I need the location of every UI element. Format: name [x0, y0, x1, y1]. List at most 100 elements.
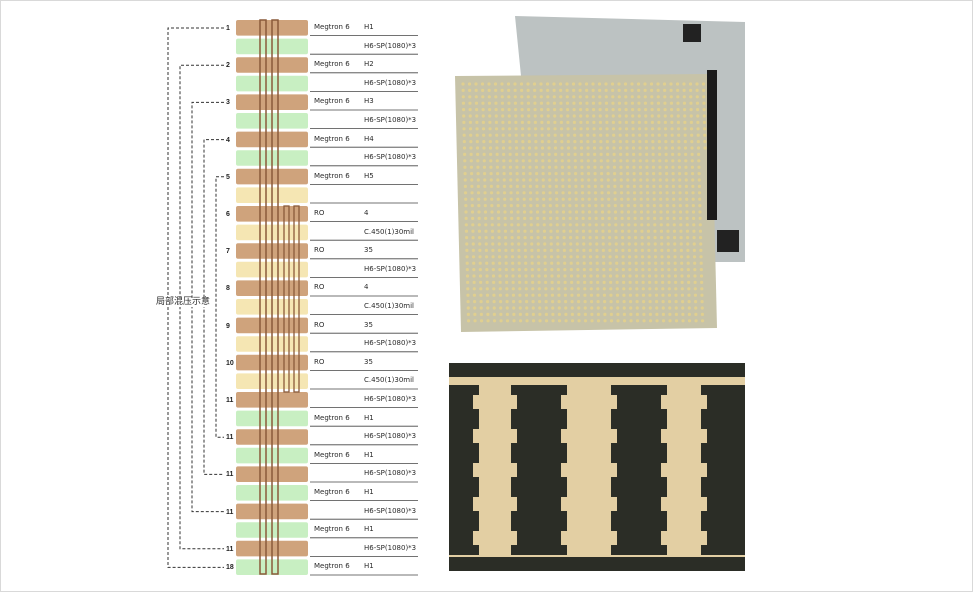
via-pad	[575, 223, 579, 227]
via-pad	[583, 287, 587, 291]
via-pad	[644, 127, 648, 131]
stack-material: Megtron 6	[314, 562, 350, 571]
via-pad	[625, 165, 630, 169]
via-pad	[531, 312, 535, 316]
via-pad	[639, 178, 643, 182]
via-pad	[644, 120, 648, 124]
via-pad	[491, 236, 495, 240]
via-pad	[663, 127, 668, 131]
via-pad	[531, 300, 535, 304]
via-pad	[530, 236, 534, 240]
via-pad	[683, 120, 687, 124]
via-pad	[585, 120, 589, 124]
via-pad	[639, 197, 643, 201]
via-pad	[557, 280, 561, 284]
via-pad	[553, 146, 558, 150]
via-pad	[665, 178, 669, 182]
via-pad	[628, 274, 632, 278]
via-pad	[658, 191, 663, 195]
via-pad	[499, 319, 503, 323]
via-pad	[652, 197, 656, 201]
via-pad	[526, 101, 531, 105]
via-pad	[608, 268, 612, 272]
via-pad	[468, 101, 472, 105]
via-pad	[586, 140, 590, 144]
via-pad	[540, 114, 544, 118]
via-pad	[652, 210, 657, 214]
via-pad	[475, 127, 479, 131]
via-pad	[638, 159, 642, 163]
via-pad	[671, 159, 675, 163]
layer-number: 5	[226, 173, 230, 181]
via-pad	[476, 165, 480, 169]
via-pad	[654, 287, 658, 291]
via-pad	[583, 319, 588, 323]
via-pad	[529, 197, 533, 201]
via-pad	[616, 300, 620, 304]
via-pad	[595, 255, 599, 259]
via-pad	[496, 178, 500, 182]
via-pad	[496, 210, 501, 214]
via-pad	[595, 274, 600, 278]
via-pad	[550, 287, 554, 291]
via-pad	[621, 242, 625, 246]
via-pad	[537, 261, 541, 265]
via-pad	[681, 319, 685, 323]
via-pad	[569, 261, 573, 265]
via-pad	[579, 133, 583, 137]
via-pad	[468, 95, 472, 99]
via-pad	[659, 204, 663, 208]
via-pad	[470, 172, 474, 176]
via-pad	[698, 223, 702, 227]
via-pad	[652, 191, 656, 195]
via-pad	[588, 223, 592, 227]
via-pad	[573, 146, 577, 150]
via-pad	[596, 319, 601, 323]
via-pad	[685, 216, 689, 220]
via-pad	[502, 152, 506, 156]
via-pad	[549, 255, 554, 259]
via-pad	[470, 178, 474, 182]
via-pad	[625, 133, 629, 137]
via-pad	[562, 255, 567, 259]
via-pad	[561, 204, 565, 208]
via-pad	[679, 216, 683, 220]
via-pad	[576, 274, 580, 278]
via-pad	[697, 191, 702, 195]
via-pad	[585, 127, 590, 131]
via-pad	[632, 178, 636, 182]
via-pad	[554, 159, 558, 163]
via-pad	[616, 312, 620, 316]
via-pad	[480, 82, 485, 86]
via-pad	[555, 204, 559, 208]
via-pad	[640, 242, 644, 246]
via-pad	[539, 82, 543, 86]
via-pad	[678, 204, 682, 208]
via-pad	[620, 197, 624, 201]
via-pad	[648, 293, 652, 297]
via-pad	[702, 95, 706, 99]
stack-material: Megtron 6	[314, 450, 350, 459]
via-pad	[633, 197, 637, 201]
via-pad	[576, 268, 580, 272]
via-pad	[680, 268, 684, 272]
via-pad	[554, 191, 559, 195]
via-pad	[520, 114, 524, 118]
via-pad	[497, 255, 502, 259]
via-pad	[478, 274, 483, 278]
stack-spec: H6-SP(1080)*3	[364, 153, 417, 162]
via-pad	[589, 287, 593, 291]
via-pad	[615, 268, 619, 272]
via-pad	[494, 88, 498, 92]
via-pad	[629, 312, 633, 316]
via-pad	[621, 268, 625, 272]
via-pad	[518, 312, 522, 316]
via-pad	[690, 159, 694, 163]
via-pad	[672, 204, 676, 208]
via-pad	[676, 101, 680, 105]
via-pad	[558, 82, 563, 86]
via-pad	[648, 312, 652, 316]
via-pad	[531, 293, 535, 297]
via-pad	[569, 236, 573, 240]
via-pad	[602, 280, 606, 284]
